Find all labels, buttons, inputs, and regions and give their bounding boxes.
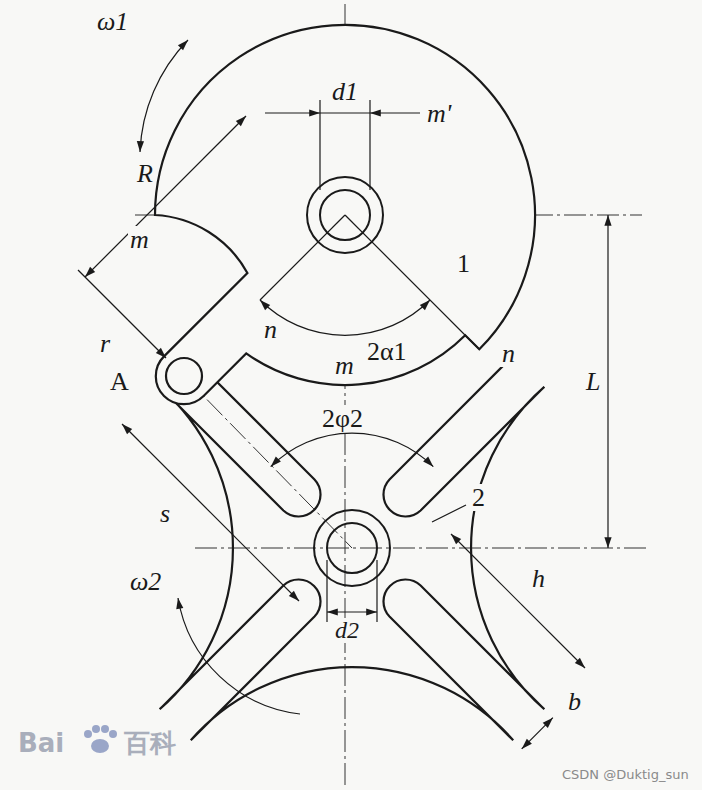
part-number: 1: [455, 250, 472, 277]
hub: [307, 177, 383, 253]
paw-toe: [101, 725, 109, 733]
dimension-line: [370, 112, 420, 113]
dimension-label: R: [135, 160, 155, 187]
dimension-line: [522, 718, 553, 749]
point-label: A: [108, 368, 131, 395]
angle-label: 2α1: [365, 338, 409, 365]
dimension-label: h: [530, 565, 547, 592]
watermark: CSDN @Duktig_sun: [560, 768, 691, 782]
dimension-label: s: [158, 500, 172, 527]
dimension-label: b: [566, 688, 583, 715]
dimension-line: [607, 215, 608, 548]
dimension-line: [320, 112, 370, 113]
paw-toe: [84, 730, 92, 738]
pin: [166, 358, 202, 394]
watermark: Bai: [16, 730, 66, 757]
dimension-line: [128, 320, 166, 358]
watermark-icon: [84, 725, 117, 753]
hub: [314, 510, 390, 586]
angle-arc: [260, 300, 430, 335]
part-number: 2: [470, 484, 487, 511]
watermark: 百科: [122, 730, 178, 757]
point-label: m: [333, 352, 356, 379]
point-label: m: [128, 226, 151, 253]
point-label: m': [425, 100, 453, 127]
dimension-line: [327, 611, 377, 612]
dimension-line: [265, 112, 320, 113]
angle-arc: [271, 433, 434, 467]
angle-label: 2φ2: [320, 405, 365, 432]
crank-disc: [155, 25, 535, 404]
geneva-wheel: [160, 356, 545, 741]
center-line: [184, 376, 352, 548]
shaft-bore: [320, 190, 370, 240]
leader-line: [432, 505, 466, 522]
paw-toe: [109, 730, 117, 738]
wheel-outline: [160, 356, 545, 741]
paw-toe: [92, 725, 100, 733]
dimension-line: [451, 534, 585, 668]
rotation-arrow: [140, 40, 188, 152]
rotation-arrow: [178, 598, 300, 714]
extension-line: [376, 560, 377, 622]
dimension-line: [122, 424, 299, 601]
disc-edge-line: [345, 215, 479, 349]
dimension-label: r: [98, 330, 112, 357]
dimension-label: d2: [333, 618, 361, 643]
angular-velocity: ω1: [95, 8, 130, 35]
point-label: n: [500, 340, 517, 367]
point-label: n: [262, 316, 279, 343]
dimension-label: L: [584, 368, 602, 395]
arm-line: [260, 215, 345, 300]
paw-pad: [91, 739, 109, 753]
dimension-line: [85, 116, 246, 277]
angular-velocity: ω2: [128, 568, 163, 595]
extension-line: [78, 270, 128, 320]
center-line: [195, 548, 648, 549]
shaft-bore: [327, 523, 377, 573]
dimension-label: d1: [330, 78, 360, 105]
extension-line: [326, 560, 327, 622]
